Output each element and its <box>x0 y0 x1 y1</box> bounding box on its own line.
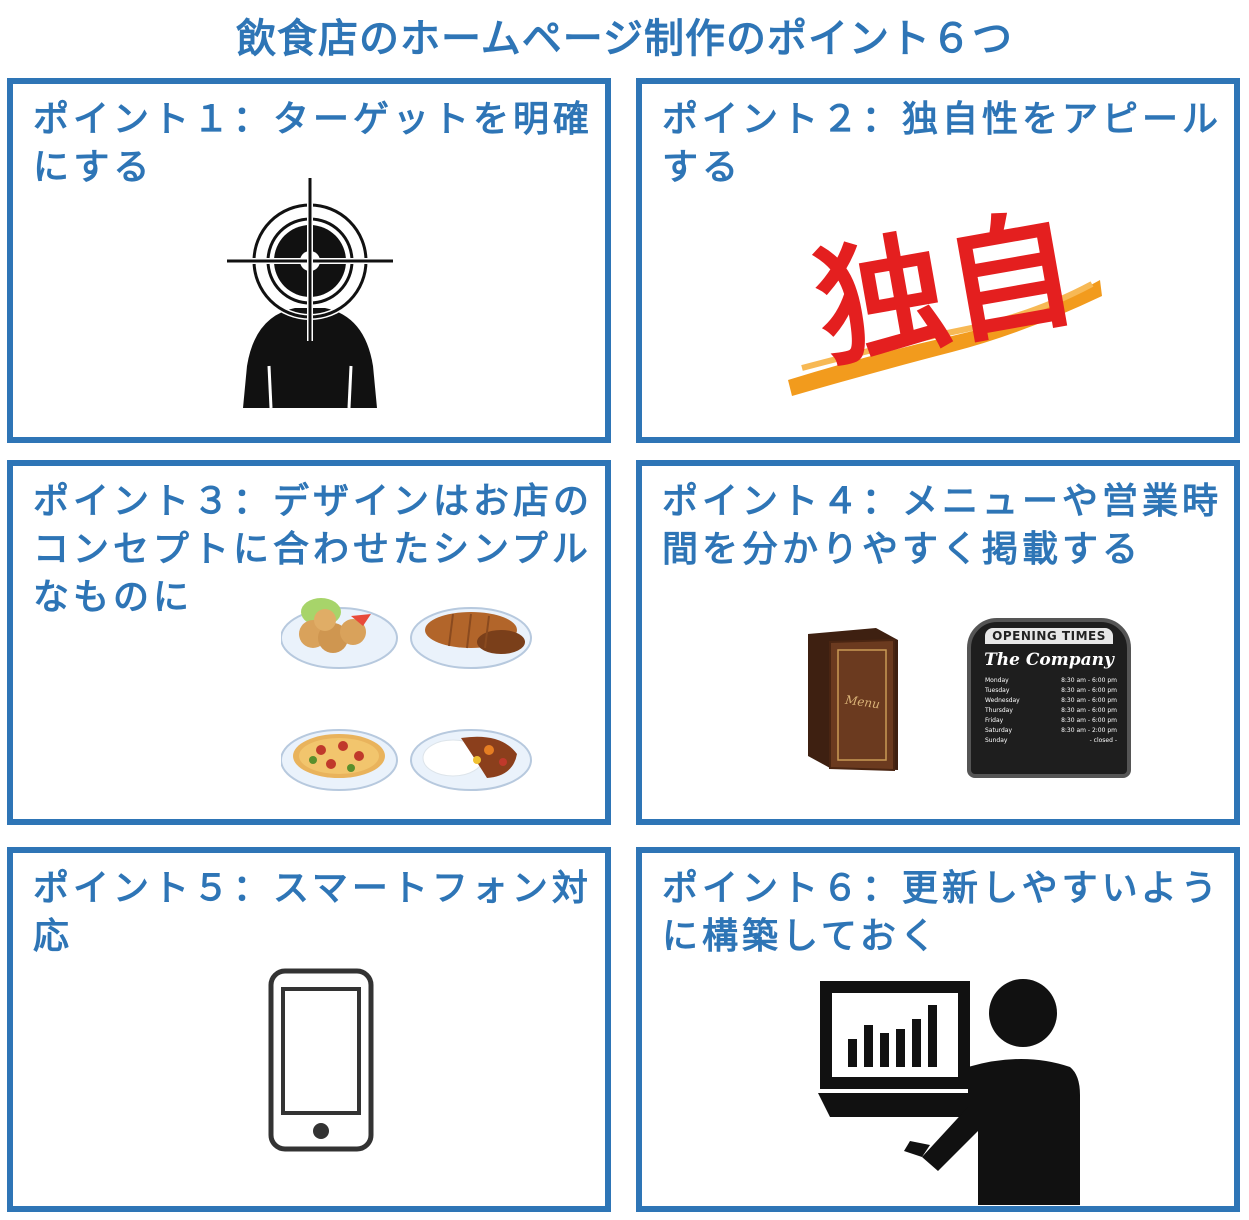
opening-row: Sunday- closed - <box>985 737 1117 744</box>
menu-book-icon: Menu <box>808 628 898 772</box>
point-card-1: ポイント１：ターゲットを明確にする <box>7 78 611 443</box>
page-title: 飲食店のホームページ制作のポイント６つ <box>236 16 1013 62</box>
point-card-4: ポイント４：メニューや営業時間を分かりやすく掲載する Menu OPENING … <box>636 460 1240 825</box>
person-with-laptop-chart-icon <box>818 979 1080 1205</box>
point-1-title: ポイント１：ターゲットを明確にする <box>33 99 594 188</box>
target-person-icon <box>227 178 393 409</box>
smartphone-icon <box>268 968 374 1152</box>
dokuji-stamp-text: 独自 <box>805 192 1087 387</box>
point-5-title: ポイント５：スマートフォン対応 <box>33 868 592 957</box>
dokuji-stamp-icon: 独自 <box>788 192 1102 396</box>
opening-times-company: The Company <box>984 650 1114 670</box>
menu-book-label: Menu <box>843 693 880 712</box>
opening-times-header: OPENING TIMES <box>985 628 1113 644</box>
point-card-6: ポイント６：更新しやすいように構築しておく <box>636 847 1240 1212</box>
point-card-5: ポイント５：スマートフォン対応 <box>7 847 611 1212</box>
food-plates-icon <box>281 598 532 791</box>
point-card-3: ポイント３：デザインはお店のコンセプトに合わせたシンプルなものに <box>7 460 611 825</box>
point-4-title: ポイント４：メニューや営業時間を分かりやすく掲載する <box>662 481 1223 570</box>
point-2-title: ポイント２：独自性をアピールする <box>662 99 1223 188</box>
point-3-title: ポイント３：デザインはお店のコンセプトに合わせたシンプルなものに <box>33 481 594 618</box>
point-6-title: ポイント６：更新しやすいように構築しておく <box>662 868 1221 957</box>
point-card-2: ポイント２：独自性をアピールする 独自 <box>636 78 1240 443</box>
